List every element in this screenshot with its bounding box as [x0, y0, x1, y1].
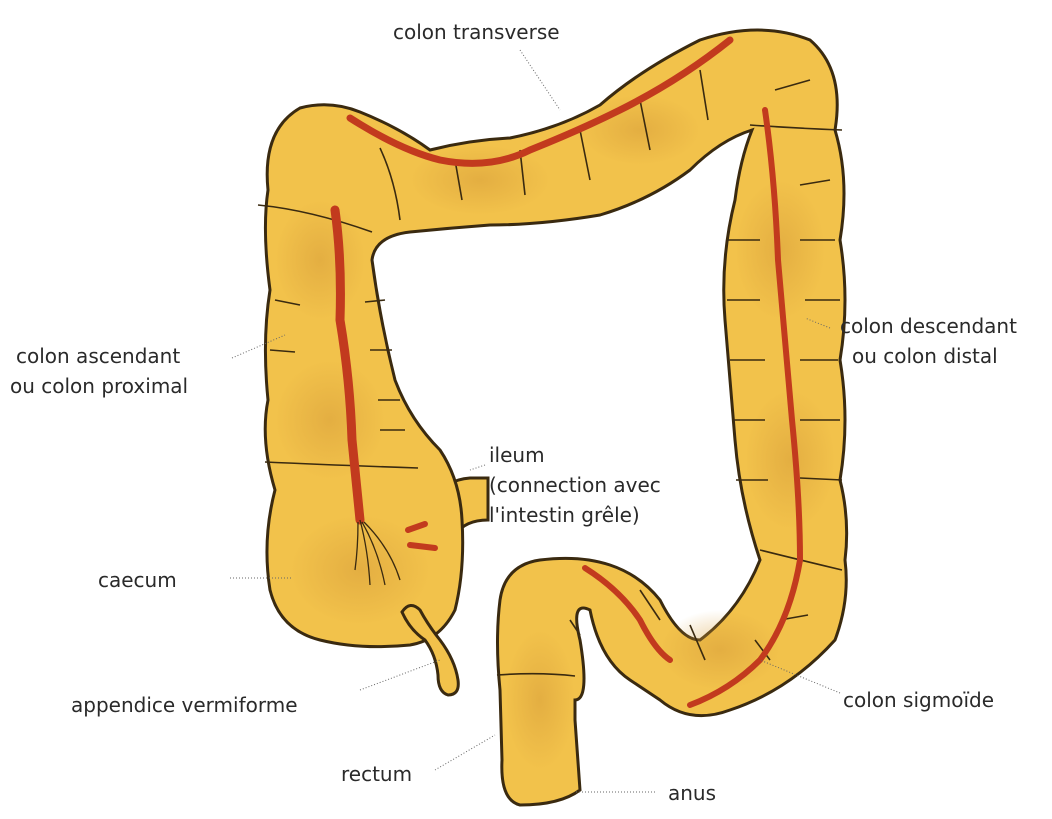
label-colon-ascendant: colon ascendant ou colon proximal: [16, 341, 188, 401]
label-ileum-line1: ileum: [489, 440, 661, 470]
label-rectum: rectum: [341, 759, 412, 789]
label-colon-descendant-line2: ou colon distal: [840, 341, 1017, 371]
label-colon-descendant: colon descendant ou colon distal: [840, 311, 1017, 371]
label-caecum: caecum: [98, 565, 177, 595]
label-ileum-line3: l'intestin grêle): [489, 500, 661, 530]
label-anus: anus: [668, 778, 716, 808]
label-ileum-line2: (connection avec: [489, 470, 661, 500]
label-colon-ascendant-line1: colon ascendant: [16, 341, 188, 371]
label-colon-transverse: colon transverse: [393, 17, 560, 47]
label-colon-ascendant-line2: ou colon proximal: [10, 371, 188, 401]
label-colon-descendant-line1: colon descendant: [840, 311, 1017, 341]
label-colon-sigmoide: colon sigmoïde: [843, 685, 994, 715]
label-appendice: appendice vermiforme: [71, 690, 298, 720]
label-ileum: ileum (connection avec l'intestin grêle): [489, 440, 661, 530]
